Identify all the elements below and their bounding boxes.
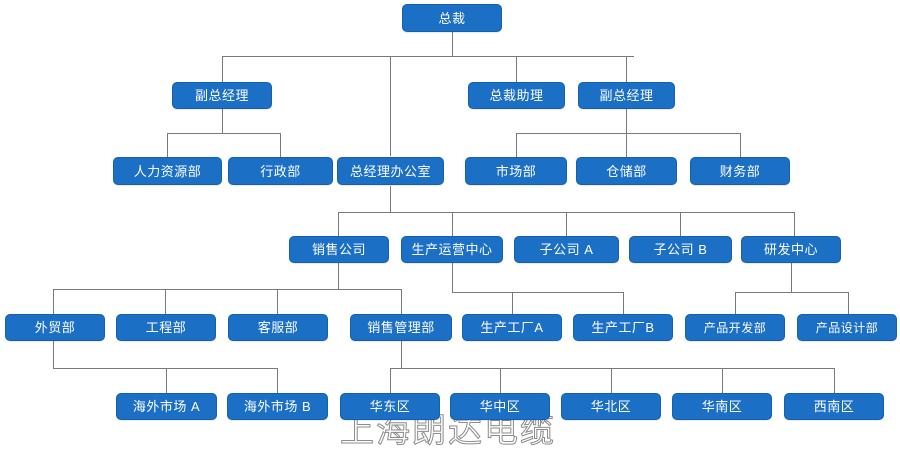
connector-foreign-trade-stem: [53, 341, 54, 368]
connector-sales-mgmt-stem: [401, 341, 402, 368]
node-president-assistant[interactable]: 总裁助理: [468, 82, 565, 109]
node-finance-dept[interactable]: 财务部: [690, 157, 790, 185]
connector-drop-hr-dept: [167, 133, 168, 157]
connector-sales-company-stem: [338, 263, 339, 289]
connector-drop-warehouse-dept: [626, 133, 627, 157]
node-region-central[interactable]: 华中区: [450, 393, 550, 420]
node-subsidiary-a[interactable]: 子公司 A: [514, 236, 619, 263]
node-overseas-market-b[interactable]: 海外市场 B: [227, 393, 328, 420]
node-engineering-dept[interactable]: 工程部: [116, 314, 216, 341]
connector-production-ops-stem: [452, 263, 453, 292]
node-factory-b[interactable]: 生产工厂B: [573, 314, 673, 341]
connector-drop-product-dev-dept: [735, 292, 736, 314]
connector-level5-sales-bus: [53, 289, 401, 290]
connector-drop-deputy-gm-right: [626, 56, 627, 82]
connector-drop-finance-dept: [740, 133, 741, 157]
node-region-north[interactable]: 华北区: [561, 393, 661, 420]
connector-drop-region-southwest: [834, 368, 835, 393]
connector-president-stem: [452, 32, 453, 56]
connector-drop-sales-company: [338, 212, 339, 236]
connector-deputy-gm-left-stem: [222, 109, 223, 133]
node-gm-office[interactable]: 总经理办公室: [337, 157, 444, 185]
node-factory-a[interactable]: 生产工厂A: [462, 314, 562, 341]
connector-drop-subsidiary-a: [566, 212, 567, 236]
connector-drop-president-assistant: [516, 56, 517, 82]
connector-drop-sales-mgmt-dept: [401, 289, 402, 314]
connector-region-bus: [390, 368, 834, 369]
node-rd-center[interactable]: 研发中心: [741, 236, 841, 263]
connector-drop-rd-center: [794, 212, 795, 236]
node-hr-dept[interactable]: 人力资源部: [113, 157, 222, 185]
connector-level3-right-bus: [516, 133, 740, 134]
node-deputy-gm-left[interactable]: 副总经理: [172, 82, 272, 109]
node-marketing-dept[interactable]: 市场部: [465, 157, 567, 185]
node-region-south[interactable]: 华南区: [672, 393, 772, 420]
node-customer-service-dept[interactable]: 客服部: [228, 314, 328, 341]
node-region-east[interactable]: 华东区: [340, 393, 440, 420]
connector-drop-gm-office: [390, 56, 391, 156]
connector-drop-subsidiary-b: [680, 212, 681, 236]
node-region-southwest[interactable]: 西南区: [784, 393, 884, 420]
node-overseas-market-a[interactable]: 海外市场 A: [116, 393, 217, 420]
node-product-dev-dept[interactable]: 产品开发部: [685, 314, 785, 341]
node-president[interactable]: 总裁: [402, 4, 502, 32]
connector-product-bus: [735, 292, 849, 293]
connector-drop-region-north: [611, 368, 612, 393]
node-warehouse-dept[interactable]: 仓储部: [576, 157, 677, 185]
connector-level3-left-bus: [167, 133, 281, 134]
connector-drop-deputy-gm-left: [222, 56, 223, 82]
connector-drop-engineering-dept: [165, 289, 166, 314]
connector-drop-overseas-market-a: [166, 368, 167, 393]
node-subsidiary-b[interactable]: 子公司 B: [629, 236, 732, 263]
connector-overseas-bus: [53, 368, 278, 369]
connector-gm-office-stem: [390, 186, 391, 212]
node-sales-company[interactable]: 销售公司: [289, 236, 389, 263]
connector-drop-product-design-dept: [848, 292, 849, 314]
connector-drop-marketing-dept: [516, 133, 517, 157]
node-sales-mgmt-dept[interactable]: 销售管理部: [350, 314, 452, 341]
connector-deputy-gm-right-stem: [626, 109, 627, 133]
connector-level2-bus: [222, 56, 634, 57]
connector-drop-foreign-trade-dept: [53, 289, 54, 314]
node-deputy-gm-right[interactable]: 副总经理: [578, 82, 675, 109]
node-product-design-dept[interactable]: 产品设计部: [797, 314, 897, 341]
connector-factory-bus-left: [452, 292, 514, 293]
connector-drop-factory-a: [512, 292, 513, 314]
connector-drop-region-south: [722, 368, 723, 393]
connector-drop-region-central: [500, 368, 501, 393]
connector-drop-production-ops-center: [452, 212, 453, 236]
connector-drop-region-east: [390, 368, 391, 393]
connector-drop-overseas-market-b: [277, 368, 278, 393]
connector-drop-admin-dept: [280, 133, 281, 157]
node-foreign-trade-dept[interactable]: 外贸部: [5, 314, 105, 341]
connector-drop-customer-service-dept: [277, 289, 278, 314]
connector-drop-factory-b: [623, 292, 624, 314]
watermark-text: 上海朗达电缆: [340, 413, 556, 450]
connector-factory-bus: [512, 292, 624, 293]
node-admin-dept[interactable]: 行政部: [228, 157, 333, 185]
connector-rd-center-stem: [791, 263, 792, 292]
node-production-ops-center[interactable]: 生产运营中心: [401, 236, 503, 263]
